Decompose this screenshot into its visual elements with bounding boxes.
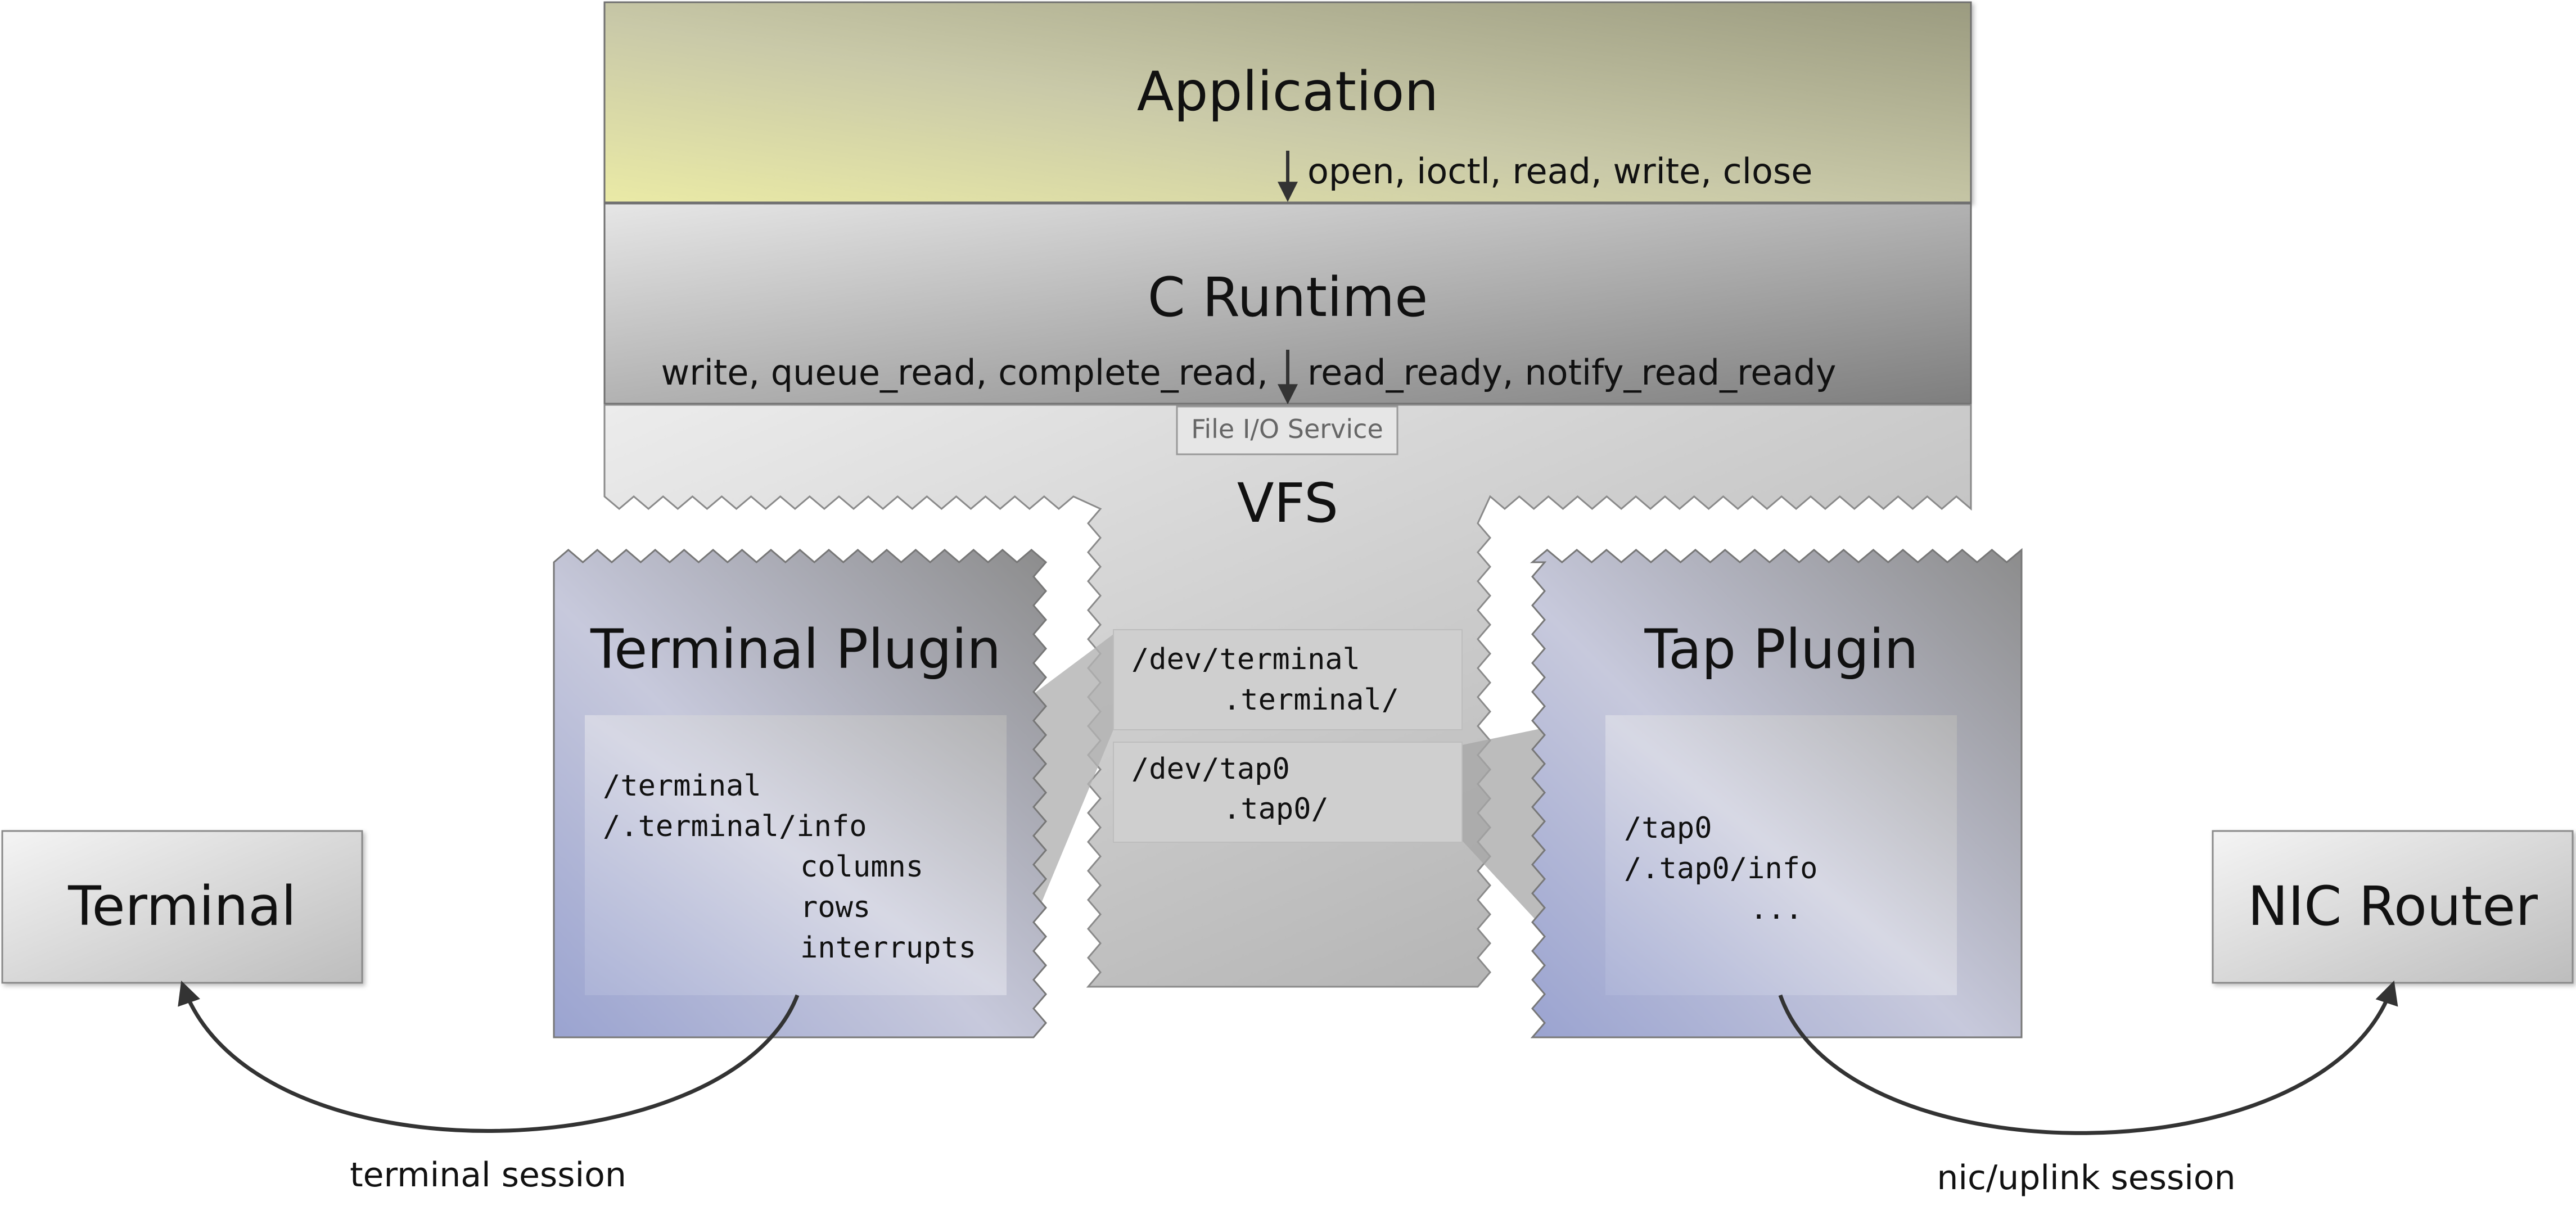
- terminal-file-2: /.terminal/info: [603, 810, 867, 843]
- vfs-entry-terminal-path: /dev/terminal: [1131, 643, 1360, 676]
- vfs-entry-tap0: /dev/tap0 .tap0/: [1113, 742, 1463, 843]
- terminal-plugin-title: Terminal Plugin: [590, 618, 1001, 681]
- c-runtime-title: C Runtime: [1148, 266, 1428, 329]
- file-io-service-box: [1176, 405, 1398, 455]
- tap-plugin: Tap Plugin /tap0 /.tap0/info ...: [1530, 548, 2023, 1038]
- terminal-plugin-files-box: [585, 715, 1007, 995]
- nic-router-label: NIC Router: [2248, 875, 2538, 938]
- terminal-box: [1, 830, 363, 984]
- file-io-service-label: File I/O Service: [1191, 414, 1383, 444]
- terminal-file-1: /terminal: [603, 769, 761, 803]
- vfs-entry-tap0-path: /dev/tap0: [1131, 752, 1290, 786]
- terminal-file-3: columns: [800, 850, 923, 884]
- tap-file-1: /tap0: [1624, 811, 1712, 845]
- vfs-entry-terminal-box: [1113, 629, 1463, 730]
- vfs-entry-terminal-target: .terminal/: [1223, 683, 1399, 717]
- tap-plugin-files-box: [1605, 715, 1957, 995]
- terminal-file-4: rows: [800, 891, 870, 924]
- vfs-entry-tap0-target: .tap0/: [1223, 792, 1329, 826]
- tap-plugin-title: Tap Plugin: [1644, 618, 1919, 681]
- vfs-entry-tap0-box: [1113, 742, 1463, 843]
- c-runtime-calls-right: read_ready, notify_read_ready: [1307, 352, 1836, 393]
- vfs-entry-terminal: /dev/terminal .terminal/: [1113, 629, 1463, 730]
- nic-session-label: nic/uplink session: [1937, 1158, 2235, 1198]
- terminal-session-arrow: [178, 981, 800, 1133]
- terminal-session-label: terminal session: [350, 1155, 626, 1195]
- terminal-component: Terminal: [1, 830, 363, 984]
- c-runtime-layer: C Runtime write, queue_read, complete_re…: [603, 202, 1972, 405]
- application-calls: open, ioctl, read, write, close: [1307, 151, 1812, 192]
- vfs-title: VFS: [1237, 472, 1338, 535]
- c-runtime-calls-left: write, queue_read, complete_read,: [661, 352, 1269, 393]
- terminal-session: terminal session: [178, 981, 800, 1195]
- application-title: Application: [1137, 60, 1438, 123]
- tap-file-3: ...: [1750, 892, 1803, 926]
- nic-router-box: [2212, 830, 2574, 984]
- terminal-label: Terminal: [67, 875, 296, 938]
- tap-file-2: /.tap0/info: [1624, 852, 1817, 886]
- terminal-file-5: interrupts: [800, 931, 976, 965]
- nic-session: nic/uplink session: [1778, 981, 2398, 1198]
- nic-session-arrow: [1778, 981, 2398, 1135]
- terminal-plugin: Terminal Plugin /terminal /.terminal/inf…: [553, 549, 1048, 1038]
- application-layer: Application open, ioctl, read, write, cl…: [603, 1, 1972, 204]
- nic-router-component: NIC Router: [2212, 830, 2574, 984]
